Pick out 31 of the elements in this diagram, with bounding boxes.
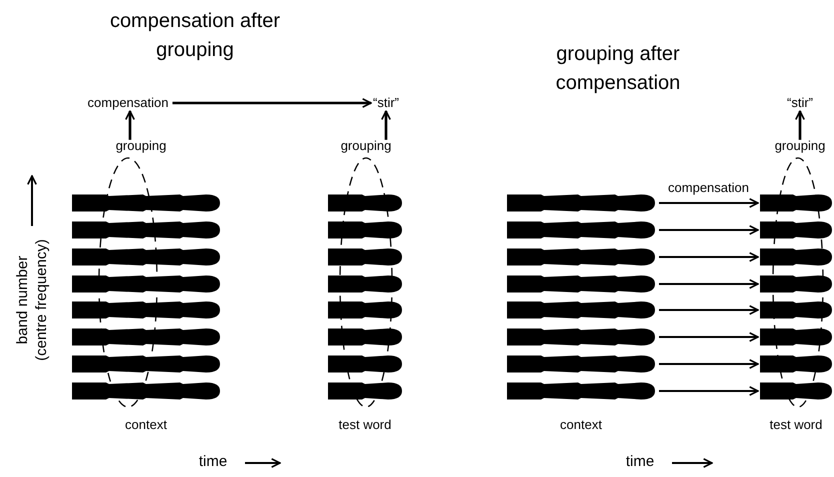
arrow <box>659 305 759 315</box>
arrow <box>659 332 759 342</box>
group-caption: context <box>560 418 602 432</box>
process-label: grouping <box>340 138 392 154</box>
percept-label: “stir” <box>373 96 399 110</box>
grouping-ellipse <box>772 157 824 408</box>
arrow <box>172 98 372 108</box>
process-label: grouping <box>774 138 826 154</box>
arrow <box>659 359 759 369</box>
arrow <box>125 110 135 140</box>
axis-label: time <box>198 454 228 470</box>
arrow <box>659 198 759 208</box>
group-caption: test word <box>338 418 392 432</box>
arrow <box>381 110 391 140</box>
axis-label: time <box>626 454 654 470</box>
process-label: grouping <box>116 138 166 154</box>
panel-title: compensation after grouping <box>108 9 282 63</box>
edge-label: compensation <box>667 180 750 196</box>
axis-label: band number (centre frequency) <box>13 238 51 363</box>
arrow <box>659 386 759 396</box>
percept-label: “stir” <box>787 96 813 110</box>
arrow <box>659 279 759 289</box>
arrow <box>659 252 759 262</box>
panel-title: grouping after compensation <box>554 42 682 96</box>
arrow <box>659 225 759 235</box>
group-caption: test word <box>770 418 822 432</box>
grouping-ellipse <box>339 157 393 408</box>
grouping-ellipse <box>98 157 158 408</box>
process-label: compensation <box>88 96 168 110</box>
group-caption: context <box>125 418 167 432</box>
arrow <box>795 110 805 140</box>
